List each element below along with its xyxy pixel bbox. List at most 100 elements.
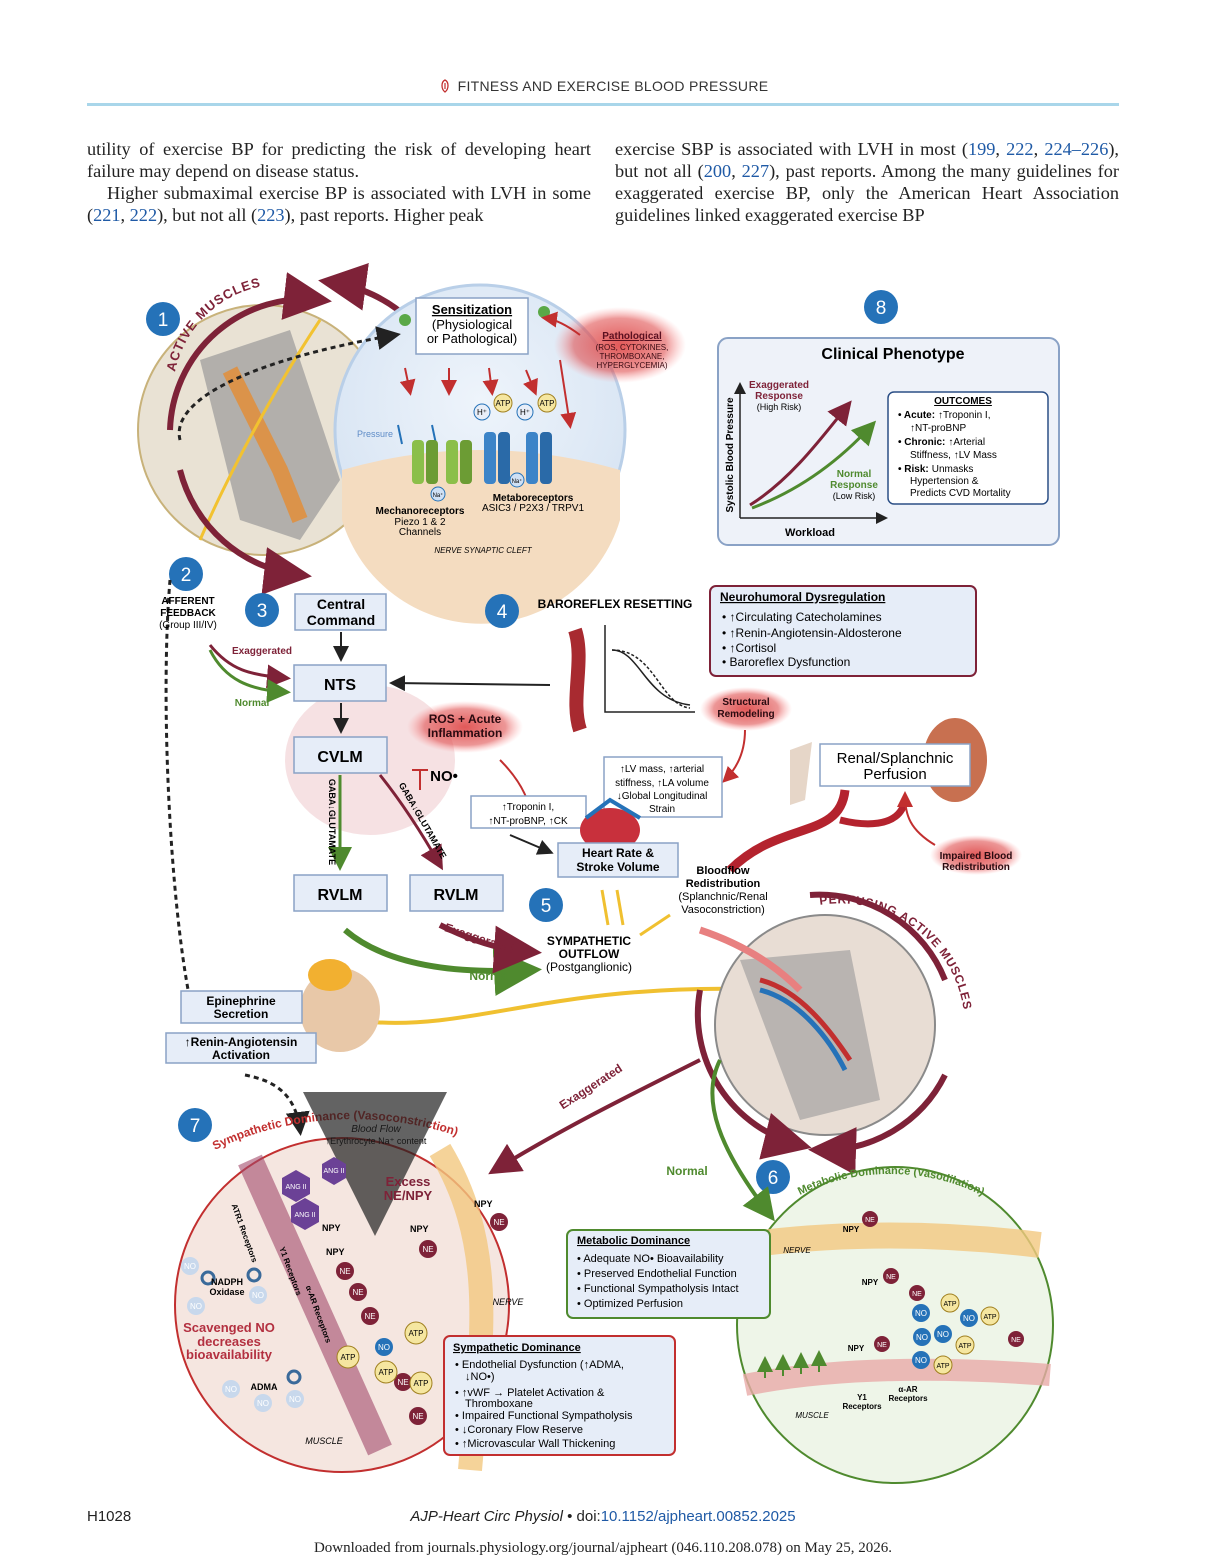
mechanoreceptors-label: Mechanoreceptors — [376, 506, 465, 517]
svg-text:OUTFLOW: OUTFLOW — [559, 947, 620, 961]
svg-text:NO: NO — [937, 1330, 949, 1339]
ref-221[interactable]: 221 — [93, 205, 121, 225]
svg-text:Central: Central — [317, 596, 365, 612]
svg-text:Normal: Normal — [235, 698, 270, 709]
right-column: exercise SBP is associated with LVH in m… — [615, 138, 1119, 226]
svg-text:Response: Response — [755, 391, 803, 402]
svg-text:NE: NE — [865, 1217, 875, 1224]
left-paragraph-2: Higher submaximal exercise BP is associa… — [87, 183, 591, 225]
neuro-item-4: • Baroreflex Dysfunction — [722, 655, 850, 669]
pressure-label: Pressure — [357, 429, 393, 439]
left-paragraph-1: utility of exercise BP for predicting th… — [87, 139, 591, 181]
badge-3: 3 — [257, 601, 268, 622]
svg-text:Remodeling: Remodeling — [717, 709, 774, 720]
svg-text:NE: NE — [886, 1274, 896, 1281]
svg-text:Channels: Channels — [399, 527, 441, 538]
svg-text:NERVE: NERVE — [493, 1297, 525, 1307]
svg-text:(Splanchnic/Renal: (Splanchnic/Renal — [678, 891, 767, 903]
running-header: FITNESS AND EXERCISE BLOOD PRESSURE — [0, 78, 1206, 94]
ref-223[interactable]: 223 — [257, 205, 285, 225]
svg-text:NPY: NPY — [843, 1225, 860, 1234]
svg-text:stiffness, ↑LA volume: stiffness, ↑LA volume — [615, 778, 709, 789]
svg-text:ATP: ATP — [540, 399, 555, 408]
svg-text:NE: NE — [397, 1378, 408, 1387]
svg-text:NPY: NPY — [410, 1224, 429, 1234]
svg-text:• Optimized Perfusion: • Optimized Perfusion — [577, 1298, 683, 1310]
ref-222[interactable]: 222 — [129, 205, 158, 225]
baroreflex-panel: BAROREFLEX RESETTING Neurohumoral Dysreg… — [389, 585, 977, 783]
clinical-phenotype-panel: Clinical Phenotype Systolic Blood Pressu… — [717, 337, 1060, 546]
svg-text:Y1: Y1 — [857, 1393, 867, 1402]
svg-text:FEEDBACK: FEEDBACK — [160, 608, 216, 619]
svg-text:Na⁺: Na⁺ — [433, 492, 444, 499]
svg-text:THROMBOXANE,: THROMBOXANE, — [600, 352, 665, 361]
y-axis-label: Systolic Blood Pressure — [725, 397, 736, 512]
svg-text:ADMA: ADMA — [251, 1382, 278, 1392]
svg-text:ASIC3 / P2X3 / TRPV1: ASIC3 / P2X3 / TRPV1 — [482, 503, 585, 514]
svg-text:NE: NE — [364, 1312, 375, 1321]
x-axis-label: Workload — [785, 527, 835, 539]
cvlm-box: CVLM — [317, 749, 362, 766]
svg-text:ANG II: ANG II — [323, 1168, 344, 1175]
svg-text:NPY: NPY — [326, 1247, 345, 1257]
svg-text:ANG II: ANG II — [294, 1212, 315, 1219]
svg-text:NE: NE — [493, 1218, 504, 1227]
svg-text:NE: NE — [912, 1291, 922, 1298]
svg-text:(Group III/IV): (Group III/IV) — [159, 620, 217, 631]
svg-text:NERVE: NERVE — [783, 1246, 811, 1255]
sensitization-sub2: or Pathological) — [427, 331, 517, 346]
sensitization-sub1: (Physiological — [432, 317, 512, 332]
doi-link[interactable]: 10.1152/ajpheart.00852.2025 — [600, 1508, 796, 1525]
ref-227[interactable]: 227 — [741, 161, 770, 181]
badge-4: 4 — [497, 602, 508, 623]
svg-text:• ↑Microvascular Wall Thickeni: • ↑Microvascular Wall Thickening — [455, 1438, 615, 1450]
ref-224-226[interactable]: 224–226 — [1044, 139, 1109, 159]
svg-text:↑LV mass, ↑arterial: ↑LV mass, ↑arterial — [620, 764, 704, 775]
svg-text:• Functional Sympatholysis Int: • Functional Sympatholysis Intact — [577, 1283, 739, 1295]
svg-text:ATP: ATP — [936, 1363, 949, 1370]
svg-text:NE: NE — [412, 1412, 423, 1421]
svg-text:• Endothelial Dysfunction (↑AD: • Endothelial Dysfunction (↑ADMA, — [455, 1359, 624, 1371]
svg-text:NO: NO — [252, 1291, 264, 1300]
svg-text:NO•: NO• — [430, 768, 458, 785]
ref-222b[interactable]: 222 — [1006, 139, 1034, 159]
clinical-title: Clinical Phenotype — [821, 346, 964, 363]
rvlm-box-left: RVLM — [317, 887, 362, 904]
svg-text:ATP: ATP — [379, 1368, 394, 1377]
svg-text:Activation: Activation — [212, 1048, 270, 1062]
svg-text:NO: NO — [184, 1262, 196, 1271]
svg-text:Exaggerated: Exaggerated — [232, 646, 292, 657]
svg-text:H⁺: H⁺ — [520, 408, 530, 417]
svg-text:ATP: ATP — [341, 1353, 356, 1362]
heart-rate-box: Heart Rate & — [582, 846, 654, 860]
svg-text:ATP: ATP — [496, 399, 511, 408]
svg-text:BAROREFLEX RESETTING: BAROREFLEX RESETTING — [538, 597, 693, 611]
header-title: FITNESS AND EXERCISE BLOOD PRESSURE — [457, 78, 769, 94]
badge-8: 8 — [876, 298, 887, 319]
right-paragraph: exercise SBP is associated with LVH in m… — [615, 139, 1120, 225]
svg-text:Response: Response — [830, 480, 878, 491]
svg-text:MUSCLE: MUSCLE — [305, 1436, 344, 1446]
svg-text:Inflammation: Inflammation — [428, 726, 503, 740]
outcome-chronic: • Chronic:↑Arterial — [898, 437, 985, 448]
svg-text:ATP: ATP — [983, 1314, 996, 1321]
svg-text:Receptors: Receptors — [888, 1394, 928, 1403]
svg-text:NE: NE — [352, 1288, 363, 1297]
svg-text:MUSCLE: MUSCLE — [795, 1411, 829, 1420]
svg-text:Scavenged NO: Scavenged NO — [183, 1320, 275, 1335]
journal-logo-icon — [440, 79, 449, 93]
svg-text:NO: NO — [225, 1385, 237, 1394]
adrenal-panel: Epinephrine Secretion ↑Renin-Angiotensin… — [165, 959, 380, 1136]
neuro-item-2: • ↑Renin-Angiotensin-Aldosterone — [722, 626, 902, 640]
svg-text:Strain: Strain — [649, 804, 675, 815]
svg-text:• Preserved Endothelial Functi: • Preserved Endothelial Function — [577, 1268, 737, 1280]
ref-199[interactable]: 199 — [967, 139, 996, 159]
svg-text:Pathological: Pathological — [602, 331, 662, 342]
svg-text:Normal: Normal — [666, 1164, 707, 1178]
svg-text:Redistribution: Redistribution — [942, 862, 1010, 873]
svg-text:NO: NO — [289, 1395, 301, 1404]
svg-text:Secretion: Secretion — [214, 1007, 269, 1021]
metabolic-dominance-box: Metabolic Dominance • Adequate NO• Bioav… — [566, 1229, 771, 1319]
ref-200[interactable]: 200 — [703, 161, 732, 181]
svg-text:↓Global Longitudinal: ↓Global Longitudinal — [617, 791, 708, 802]
